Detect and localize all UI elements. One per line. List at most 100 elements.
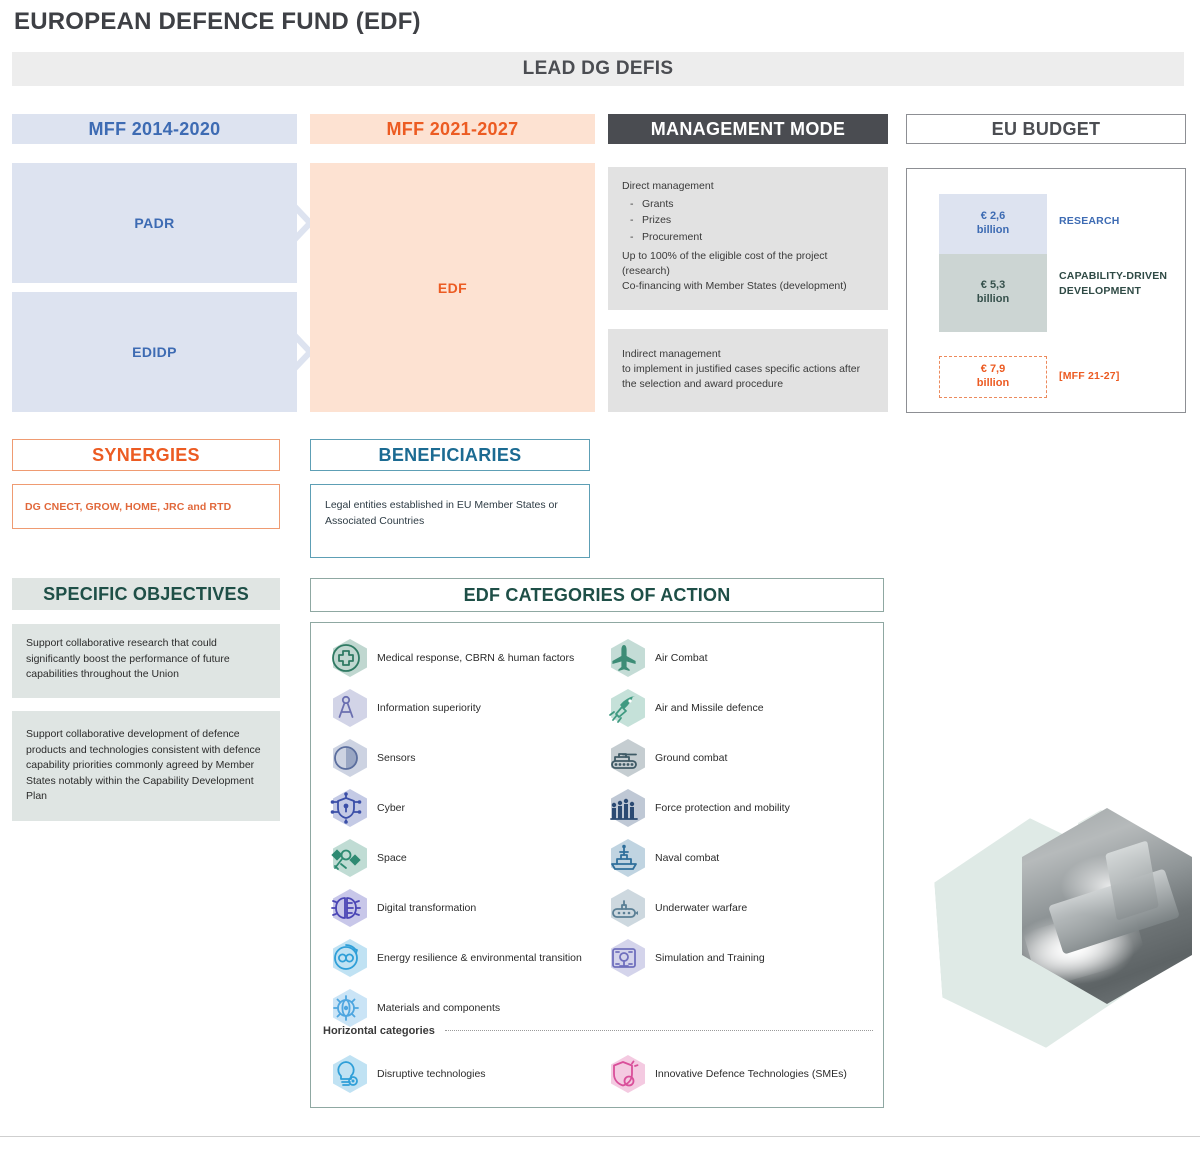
management-indirect-body: to implement in justified cases specific… (622, 363, 861, 391)
category-label: Energy resilience & environmental transi… (377, 951, 582, 964)
force-protection-icon (601, 785, 647, 831)
category-item: Air Combat (601, 633, 871, 683)
category-item: Disruptive technologies (323, 1049, 583, 1099)
management-direct-card: Direct management Grants Prizes Procurem… (608, 167, 888, 310)
underwater-submarine-icon (601, 885, 647, 931)
category-label: Innovative Defence Technologies (SMEs) (655, 1067, 847, 1080)
management-indirect-title: Indirect management (622, 348, 721, 360)
category-label: Cyber (377, 801, 406, 814)
category-item: Medical response, CBRN & human factors (323, 633, 595, 683)
medical-cross-icon (323, 635, 369, 681)
category-item: Energy resilience & environmental transi… (323, 933, 595, 983)
satellite-space-icon (323, 835, 369, 881)
category-label: Naval combat (655, 851, 720, 864)
energy-resilience-icon (323, 935, 369, 981)
header-edf-categories: EDF CATEGORIES OF ACTION (310, 578, 884, 612)
naval-combat-ship-icon (601, 835, 647, 881)
category-item: Force protection and mobility (601, 783, 871, 833)
budget-amount-total: € 7,9 billion (939, 356, 1047, 398)
horizontal-categories-items: Disruptive technologies Innovative Defenc… (323, 1049, 873, 1109)
header-mff-2021-2027: MFF 2021-2027 (310, 114, 595, 144)
programme-box-edidp: EDIDP (12, 292, 297, 412)
cyber-shield-icon (323, 785, 369, 831)
objective-card-1: Support collaborative research that coul… (12, 624, 280, 698)
hexagon-backdrop-icon (611, 1055, 645, 1093)
category-item: Ground combat (601, 733, 871, 783)
header-specific-objectives: SPECIFIC OBJECTIVES (12, 578, 280, 610)
category-label: Space (377, 851, 407, 864)
header-eu-budget: EU BUDGET (906, 114, 1186, 144)
category-label: Underwater warfare (655, 901, 748, 914)
category-item: Naval combat (601, 833, 871, 883)
category-item: Materials and components (323, 983, 595, 1033)
horizontal-categories-header: Horizontal categories (323, 1025, 873, 1037)
category-item: Sensors (323, 733, 595, 783)
category-label: Sensors (377, 751, 416, 764)
category-label: Materials and components (377, 1001, 501, 1014)
horizontal-categories-label: Horizontal categories (323, 1025, 435, 1037)
bullet-grants: Grants (630, 197, 874, 212)
simulation-training-icon (601, 935, 647, 981)
budget-amount-capability: € 5,3 billion (939, 254, 1047, 332)
header-synergies: SYNERGIES (12, 439, 280, 471)
header-management-mode: MANAGEMENT MODE (608, 114, 888, 144)
naval-vessel-photo-hexagon (1022, 808, 1192, 1004)
programme-box-padr: PADR (12, 163, 297, 283)
management-indirect-card: Indirect management to implement in just… (608, 329, 888, 412)
synergies-body: DG CNECT, GROW, HOME, JRC and RTD (12, 484, 280, 529)
category-label: Air and Missile defence (655, 701, 764, 714)
programme-box-edf: EDF (310, 163, 595, 412)
category-label: Ground combat (655, 751, 728, 764)
beneficiaries-body: Legal entities established in EU Member … (310, 484, 590, 558)
horizontal-divider (444, 1030, 873, 1032)
digital-brain-gear-icon (323, 885, 369, 931)
ground-combat-tank-icon (601, 735, 647, 781)
lead-dg-bar: LEAD DG DEFIS (12, 52, 1184, 86)
category-label: Force protection and mobility (655, 801, 790, 814)
budget-amount-total-value: € 7,9 (980, 363, 1006, 376)
compass-icon (323, 685, 369, 731)
budget-amount-capability-value: € 5,3 (980, 279, 1006, 292)
header-mff-2014-2020: MFF 2014-2020 (12, 114, 297, 144)
air-combat-jet-icon (601, 635, 647, 681)
eu-budget-panel: € 2,6 billion RESEARCH € 5,3 billion CAP… (906, 168, 1186, 413)
category-item: Air and Missile defence (601, 683, 871, 733)
category-item: Cyber (323, 783, 595, 833)
sme-shield-icon (601, 1051, 647, 1097)
page-title: EUROPEAN DEFENCE FUND (EDF) (14, 8, 421, 35)
management-direct-bullets: Grants Prizes Procurement (622, 197, 874, 245)
header-beneficiaries: BENEFICIARIES (310, 439, 590, 471)
budget-label-capability: CAPABILITY-DRIVEN DEVELOPMENT (1059, 270, 1168, 298)
category-label: Information superiority (377, 701, 481, 714)
category-label: Disruptive technologies (377, 1067, 486, 1080)
category-item: Underwater warfare (601, 883, 871, 933)
budget-amount-research: € 2,6 billion (939, 194, 1047, 254)
category-label: Medical response, CBRN & human factors (377, 651, 575, 664)
management-direct-note-2: Co-financing with Member States (develop… (622, 280, 847, 293)
bullet-procurement: Procurement (630, 230, 874, 245)
lead-dg-label: LEAD DG DEFIS (522, 58, 674, 79)
budget-label-total: [MFF 21-27] (1059, 370, 1120, 382)
management-direct-note-1: Up to 100% of the eligible cost of the p… (622, 249, 828, 278)
horizontal-categories-section: Horizontal categories Disruptive technol… (323, 1025, 873, 1109)
category-label: Digital transformation (377, 901, 477, 914)
budget-amount-research-value: € 2,6 (980, 210, 1006, 223)
category-label: Simulation and Training (655, 951, 765, 964)
category-label: Air Combat (655, 651, 708, 664)
objective-card-2: Support collaborative development of def… (12, 711, 280, 821)
category-item: Space (323, 833, 595, 883)
management-direct-title: Direct management (622, 180, 714, 192)
category-item: Innovative Defence Technologies (SMEs) (601, 1049, 871, 1099)
bottom-divider (0, 1136, 1200, 1137)
lightbulb-disruptive-icon (323, 1051, 369, 1097)
budget-label-research: RESEARCH (1059, 215, 1120, 227)
missile-defence-icon (601, 685, 647, 731)
budget-amount-capability-unit: billion (976, 293, 1010, 305)
materials-components-icon (323, 985, 369, 1031)
budget-amount-total-unit: billion (976, 377, 1010, 389)
sensor-sphere-icon (323, 735, 369, 781)
